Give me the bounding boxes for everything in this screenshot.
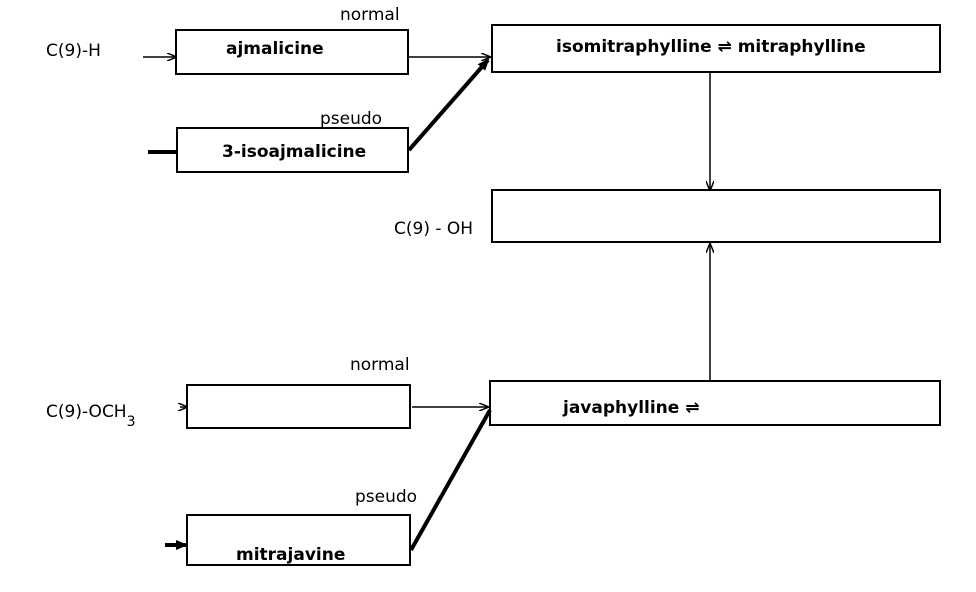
javaphylline-text: javaphylline ⇌ [562,398,699,418]
c9-och3-text: C(9)-OCH [46,402,127,422]
ajmalicine-text: ajmalicine [226,39,324,59]
mitrajavine-box [186,514,411,566]
c9-oh-box [491,189,941,243]
normal-label-top: normal [340,5,400,25]
c9-h-label: C(9)-H [46,41,101,61]
c9-och3-label: C(9)-OCH3 [46,402,136,430]
och3-normal-box [186,384,411,429]
pseudo-label-top: pseudo [320,109,382,129]
normal-label-bottom: normal [350,355,410,375]
mitrajavine-text: mitrajavine [236,545,345,565]
mitraphylline-text: isomitraphylline ⇌ mitraphylline [556,37,866,57]
mitrajavine-arrow [409,409,492,551]
isoajmalicine-text: 3-isoajmalicine [222,142,366,162]
pseudo-label-bottom: pseudo [355,487,417,507]
ajmalicine-box [175,29,409,75]
isoajmalicine-arrow [407,58,490,152]
c9-oh-label: C(9) - OH [394,219,473,239]
javaphylline-box [489,380,941,426]
mitraphylline-box [491,24,941,73]
isoajmalicine-box [176,127,409,173]
c9-och3-subscript: 3 [127,414,136,430]
